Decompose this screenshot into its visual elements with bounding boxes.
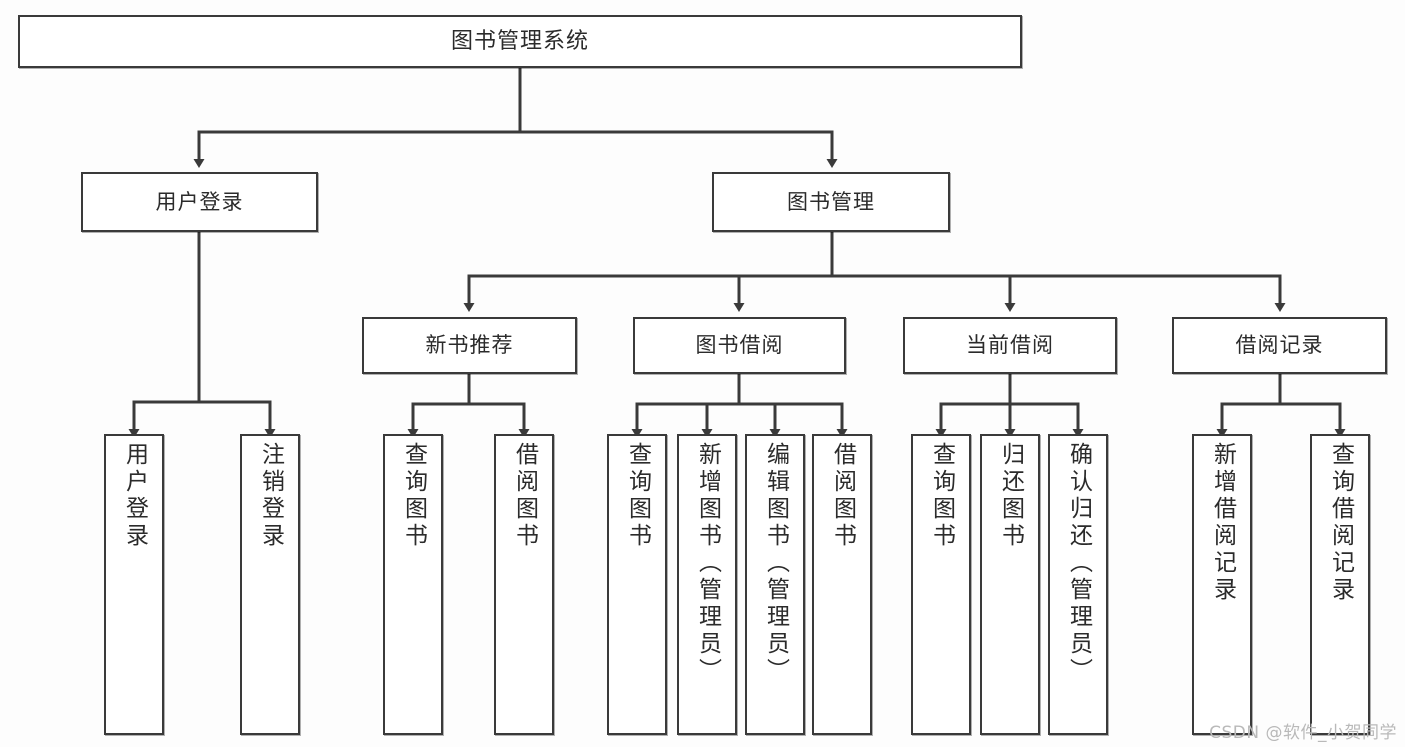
node-root[interactable]: 图书管理系统 (18, 15, 1022, 68)
node-current-borrow-label: 当前借阅 (966, 333, 1054, 358)
node-leaf-edit-book-label: 编辑图书（管理员） (762, 442, 789, 685)
node-leaf-query-record[interactable]: 查询借阅记录 (1310, 434, 1370, 735)
node-leaf-add-record[interactable]: 新增借阅记录 (1192, 434, 1252, 735)
node-current-borrow[interactable]: 当前借阅 (903, 317, 1117, 374)
node-book-borrow[interactable]: 图书借阅 (633, 317, 846, 374)
node-leaf-logout-label: 注销登录 (257, 442, 284, 550)
node-leaf-user-login[interactable]: 用户登录 (104, 434, 164, 735)
node-leaf-return-book-label: 归还图书 (997, 442, 1024, 550)
node-borrow-record[interactable]: 借阅记录 (1172, 317, 1387, 374)
node-leaf-borrow-book-2[interactable]: 借阅图书 (812, 434, 872, 735)
node-book-borrow-label: 图书借阅 (695, 333, 784, 358)
node-leaf-query-book-3-label: 查询图书 (928, 442, 955, 550)
node-book-manage[interactable]: 图书管理 (712, 172, 950, 232)
node-leaf-add-book-label: 新增图书（管理员） (694, 442, 721, 685)
csdn-watermark: CSDN @软件_小贺同学 (1209, 723, 1397, 743)
node-borrow-record-label: 借阅记录 (1235, 333, 1324, 358)
node-leaf-query-book-1-label: 查询图书 (400, 442, 427, 550)
node-leaf-add-record-label: 新增借阅记录 (1209, 442, 1236, 604)
node-root-label: 图书管理系统 (450, 28, 589, 54)
node-user-login[interactable]: 用户登录 (81, 172, 318, 232)
node-leaf-add-book[interactable]: 新增图书（管理员） (677, 434, 737, 735)
node-new-book-rec[interactable]: 新书推荐 (362, 317, 577, 374)
node-leaf-edit-book[interactable]: 编辑图书（管理员） (745, 434, 805, 735)
node-leaf-query-book-2-label: 查询图书 (624, 442, 651, 550)
node-user-login-label: 用户登录 (155, 189, 244, 214)
node-new-book-rec-label: 新书推荐 (425, 333, 514, 358)
node-leaf-borrow-book-1[interactable]: 借阅图书 (494, 434, 554, 735)
node-leaf-query-record-label: 查询借阅记录 (1327, 442, 1354, 604)
node-leaf-user-login-label: 用户登录 (121, 442, 148, 550)
node-leaf-confirm-return[interactable]: 确认归还（管理员） (1048, 434, 1108, 735)
node-leaf-borrow-book-2-label: 借阅图书 (829, 442, 856, 550)
node-book-manage-label: 图书管理 (787, 189, 875, 214)
node-leaf-borrow-book-1-label: 借阅图书 (511, 442, 538, 550)
node-leaf-logout[interactable]: 注销登录 (240, 434, 300, 735)
node-leaf-confirm-return-label: 确认归还（管理员） (1065, 442, 1092, 685)
node-leaf-query-book-3[interactable]: 查询图书 (911, 434, 971, 735)
node-leaf-query-book-2[interactable]: 查询图书 (607, 434, 667, 735)
node-leaf-query-book-1[interactable]: 查询图书 (383, 434, 443, 735)
node-leaf-return-book[interactable]: 归还图书 (980, 434, 1040, 735)
